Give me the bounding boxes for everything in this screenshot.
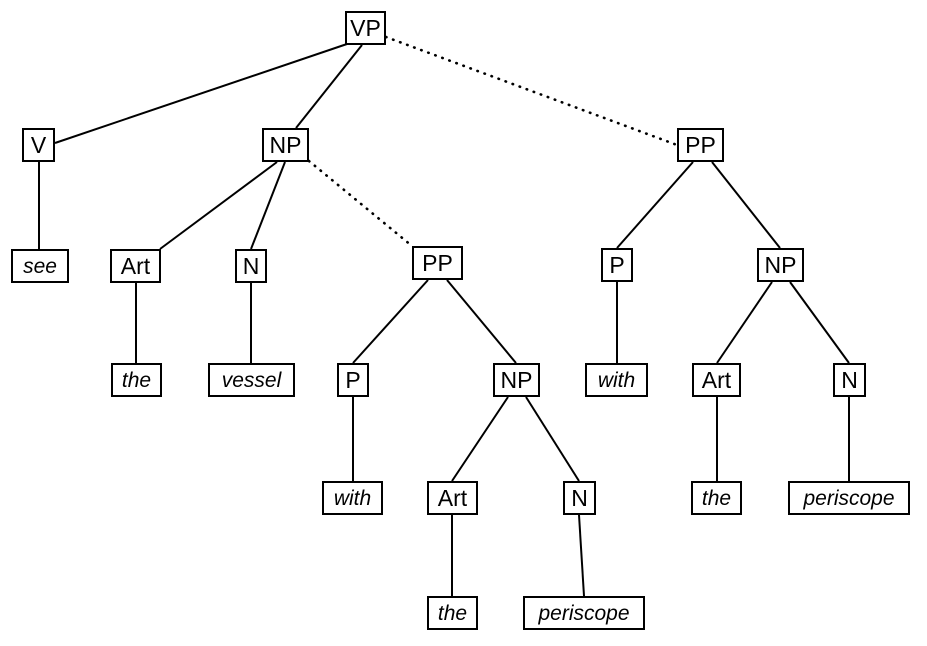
tree-edge-vp-np1: [295, 44, 363, 129]
tree-terminal-peri_r: periscope: [788, 481, 910, 515]
tree-node-n_right: N: [833, 363, 866, 397]
tree-edge-pp_mid-p_mid: [352, 279, 429, 364]
tree-edge-np_right-art_right: [716, 281, 773, 364]
tree-edge-np1-pp_mid: [307, 159, 414, 248]
tree-edge-np1-n1: [250, 161, 286, 250]
tree-terminal-with_m: with: [322, 481, 383, 515]
tree-edge-np_right-n_right: [789, 281, 850, 364]
tree-edge-pp_mid-np_mid: [446, 279, 517, 364]
tree-node-np_mid: NP: [493, 363, 540, 397]
tree-node-art_mid: Art: [427, 481, 478, 515]
tree-node-np1: NP: [262, 128, 309, 162]
tree-terminal-the_r: the: [691, 481, 742, 515]
tree-edge-pp_right-np_right: [711, 161, 781, 249]
tree-terminal-the_m: the: [427, 596, 478, 630]
tree-node-np_right: NP: [757, 248, 804, 282]
tree-node-n1: N: [235, 249, 267, 283]
tree-terminal-see: see: [11, 249, 69, 283]
tree-node-pp_right: PP: [677, 128, 724, 162]
tree-edge-np_mid-n_mid: [525, 396, 580, 482]
tree-edge-vp-pp_right: [384, 35, 679, 147]
tree-edge-np_mid-art_mid: [451, 396, 509, 482]
tree-node-pp_mid: PP: [412, 246, 463, 280]
tree-edge-pp_right-p_right: [616, 161, 694, 249]
tree-node-art1: Art: [110, 249, 161, 283]
tree-node-vp: VP: [345, 11, 386, 45]
tree-node-n_mid: N: [563, 481, 596, 515]
tree-node-v: V: [22, 128, 55, 162]
tree-node-p_right: P: [601, 248, 633, 282]
tree-edge-np1-art1: [159, 161, 278, 250]
tree-terminal-with_r: with: [585, 363, 648, 397]
tree-terminal-the1: the: [111, 363, 162, 397]
tree-terminal-peri_m: periscope: [523, 596, 645, 630]
tree-node-art_right: Art: [692, 363, 741, 397]
tree-node-p_mid: P: [337, 363, 369, 397]
tree-terminal-vessel: vessel: [208, 363, 295, 397]
tree-edge-n_mid-peri_m: [578, 514, 585, 597]
